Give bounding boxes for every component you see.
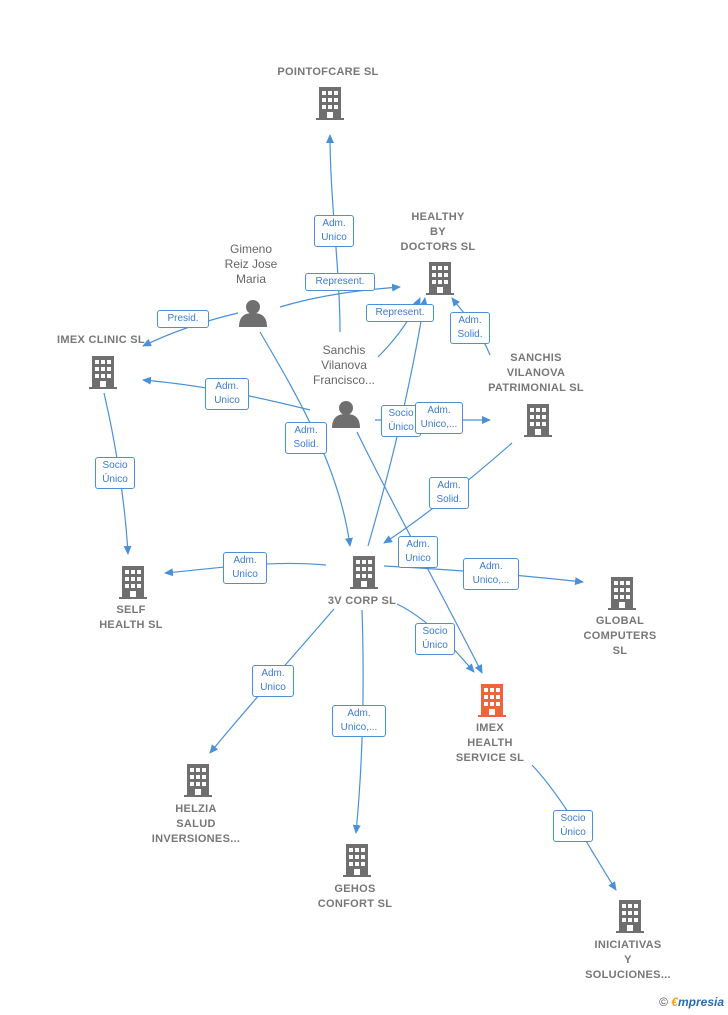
node-label-sanchis_patrimonial[interactable]: SANCHIS VILANOVA PATRIMONIAL SL — [488, 352, 584, 394]
node-label-global[interactable]: GLOBAL COMPUTERS SL — [583, 615, 657, 657]
edge-label-corp3v-to-self_health[interactable]: Adm. Unico — [223, 552, 267, 584]
edge-label-imex_health-to-iniciativas[interactable]: Socio Único — [553, 810, 593, 842]
edge-label-sanchis-to-pointofcare[interactable]: Adm. Unico — [314, 215, 354, 247]
person-icon-sanchis[interactable] — [332, 401, 360, 428]
node-label-gimeno[interactable]: Gimeno Reiz Jose Maria — [224, 242, 278, 286]
edge-label-sanchis-to-sanchis_patrimonial[interactable]: Adm. Unico,... — [415, 402, 463, 434]
building-icon-pointofcare[interactable] — [316, 87, 344, 120]
node-label-pointofcare[interactable]: POINTOFCARE SL — [277, 66, 379, 78]
edge-label-imex_clinic-to-self_health[interactable]: Socio Único — [95, 457, 135, 489]
edge-label-sanchis-to-healthy[interactable]: Represent. — [366, 304, 434, 322]
building-icon-imex_clinic[interactable] — [89, 356, 117, 389]
building-icon-gehos[interactable] — [343, 844, 371, 877]
building-icon-self_health[interactable] — [119, 566, 147, 599]
edge-gimeno-to-imex_clinic — [142, 312, 239, 347]
node-label-imex_health[interactable]: IMEX HEALTH SERVICE SL — [455, 722, 525, 764]
node-label-iniciativas[interactable]: INICIATIVAS Y SOLUCIONES... — [585, 939, 671, 981]
node-label-corp3v[interactable]: 3V CORP SL — [327, 595, 397, 607]
building-icon-healthy[interactable] — [426, 262, 454, 295]
edge-label-sanchis_patrimonial-to-healthy[interactable]: Adm. Solid. — [450, 312, 490, 344]
building-icon-sanchis_patrimonial[interactable] — [524, 404, 552, 437]
building-icon-imex_health[interactable] — [478, 684, 506, 717]
building-icon-iniciativas[interactable] — [616, 900, 644, 933]
edge-label-corp3v-to-global[interactable]: Adm. Unico,... — [463, 558, 519, 590]
edge-label-gimeno-to-healthy[interactable]: Represent. — [305, 273, 375, 291]
edge-label-sanchis-to-imex_clinic[interactable]: Adm. Unico — [205, 378, 249, 410]
brand-logo: €mpresia — [671, 995, 724, 1009]
footer-brand: © €mpresia — [659, 995, 724, 1009]
node-label-sanchis[interactable]: Sanchis Vilanova Francisco... — [312, 343, 375, 387]
edge-label-corp3v-to-gehos[interactable]: Adm. Unico,... — [332, 705, 386, 737]
building-icon-corp3v[interactable] — [350, 556, 378, 589]
edge-label-corp3v-to-imex_health[interactable]: Socio Único — [415, 623, 455, 655]
edge-label-gimeno-to-corp3v[interactable]: Adm. Solid. — [285, 422, 327, 454]
node-label-imex_clinic[interactable]: IMEX CLINIC SL — [57, 334, 145, 346]
person-icon-gimeno[interactable] — [239, 300, 267, 327]
copyright-icon: © — [659, 995, 668, 1009]
node-label-helzia[interactable]: HELZIA SALUD INVERSIONES... — [151, 803, 241, 845]
edge-gimeno-to-healthy — [279, 283, 401, 308]
building-icon-global[interactable] — [608, 577, 636, 610]
building-icon-helzia[interactable] — [184, 764, 212, 797]
node-label-self_health[interactable]: SELF HEALTH SL — [99, 604, 163, 631]
edge-label-sanchis-to-imex_health[interactable]: Adm. Unico — [398, 536, 438, 568]
edge-label-sanchis_patrimonial-to-corp3v[interactable]: Adm. Solid. — [429, 477, 469, 509]
node-label-healthy[interactable]: HEALTHY BY DOCTORS SL — [400, 211, 476, 253]
edge-label-corp3v-to-helzia[interactable]: Adm. Unico — [252, 665, 294, 697]
edge-label-gimeno-to-imex_clinic[interactable]: Presid. — [157, 310, 209, 328]
node-label-gehos[interactable]: GEHOS CONFORT SL — [317, 883, 393, 910]
